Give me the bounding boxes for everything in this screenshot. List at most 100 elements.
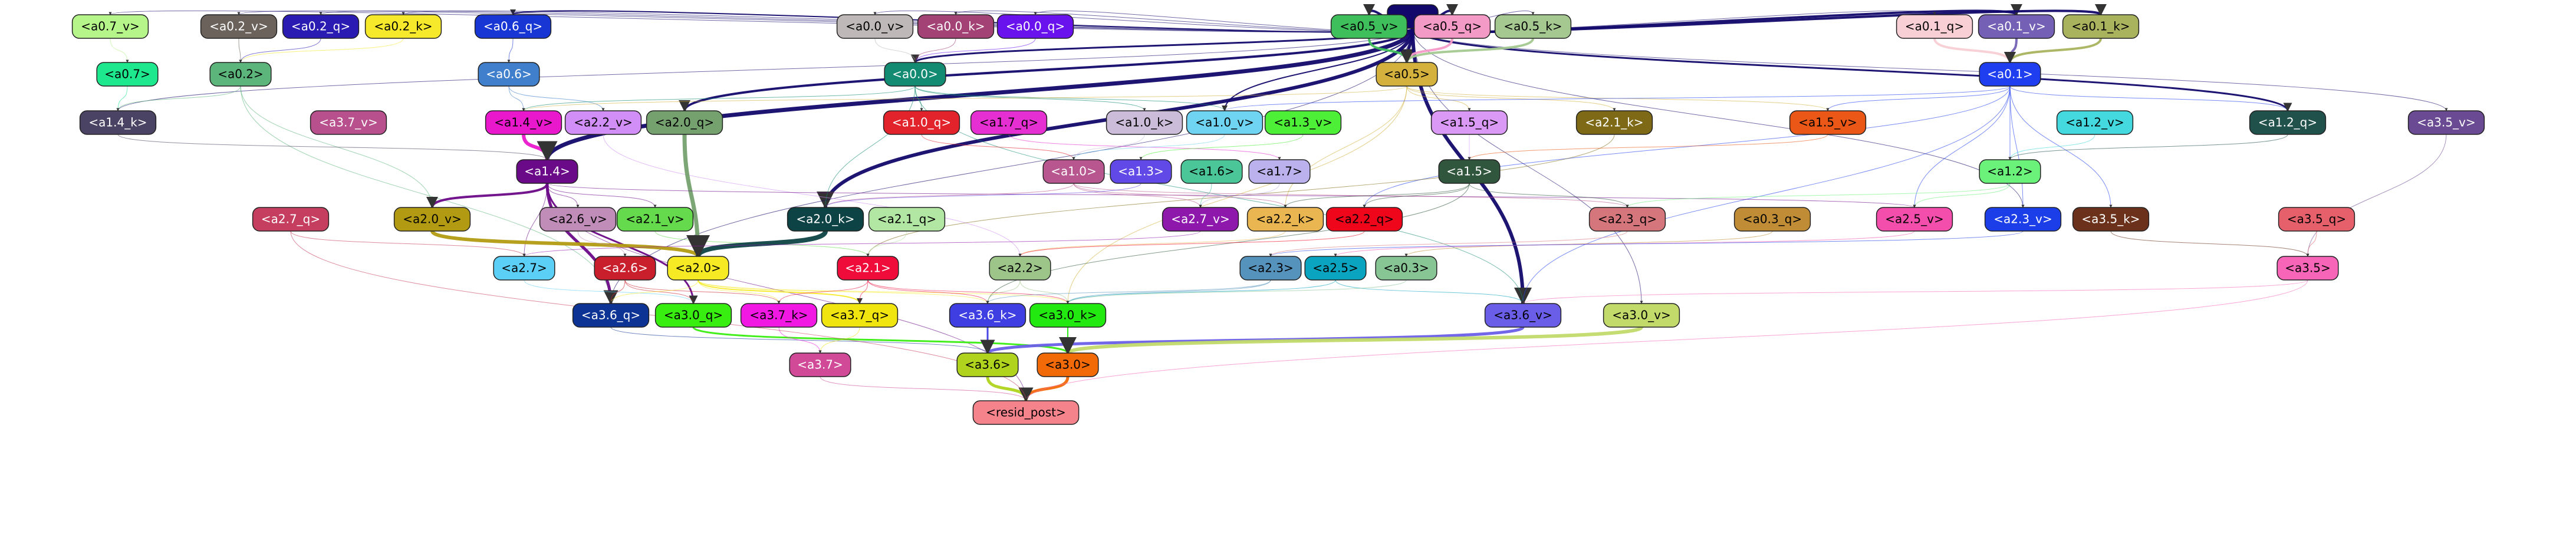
node-box — [646, 110, 723, 135]
node-a2-2-q[interactable]: <a2.2_q> — [1325, 207, 1403, 232]
node-box — [740, 303, 818, 328]
node-a3-6-k[interactable]: <a3.6_k> — [949, 303, 1027, 328]
node-a0-2[interactable]: <a0.2> — [209, 62, 272, 87]
node-a0-0-v[interactable]: <a0.0_v> — [836, 14, 914, 39]
node-a0-1[interactable]: <a0.1> — [1979, 62, 2041, 87]
node-a3-6-v[interactable]: <a3.6_v> — [1484, 303, 1562, 328]
node-a2-6-v[interactable]: <a2.6_v> — [539, 207, 617, 232]
node-label: <a2.1_v> — [626, 212, 684, 226]
node-a0-6-q[interactable]: <a0.6_q> — [474, 14, 552, 39]
node-a1-3[interactable]: <a1.3> — [1110, 159, 1172, 184]
node-a3-5-q[interactable]: <a3.5_q> — [2278, 207, 2355, 232]
node-a1-2-q[interactable]: <a1.2_q> — [2249, 110, 2327, 135]
node-label: <a0.0_v> — [845, 19, 904, 34]
node-a1-4-k[interactable]: <a1.4_k> — [79, 110, 157, 135]
node-a0-2-k[interactable]: <a0.2_k> — [364, 14, 442, 39]
node-a2-2-v[interactable]: <a2.2_v> — [564, 110, 642, 135]
node-box — [996, 14, 1074, 39]
node-a0-1-v[interactable]: <a0.1_v> — [1978, 14, 2055, 39]
node-a0-5[interactable]: <a0.5> — [1376, 62, 1438, 87]
node-a2-7[interactable]: <a2.7> — [493, 256, 555, 281]
node-a3-0-q[interactable]: <a3.0_q> — [654, 303, 732, 328]
node-a2-0-v[interactable]: <a2.0_v> — [393, 207, 471, 232]
node-a1-0-v[interactable]: <a1.0_v> — [1186, 110, 1264, 135]
node-a1-3-v[interactable]: <a1.3_v> — [1264, 110, 1342, 135]
node-a2-3-v[interactable]: <a2.3_v> — [1984, 207, 2062, 232]
node-a2-0-q[interactable]: <a2.0_q> — [646, 110, 723, 135]
node-label: <a2.2> — [997, 261, 1043, 275]
node-a1-6[interactable]: <a1.6> — [1180, 159, 1243, 184]
node-a0-3[interactable]: <a0.3> — [1375, 256, 1437, 281]
node-resid-post[interactable]: <resid_post> — [972, 400, 1080, 425]
node-label: <a2.7_v> — [1171, 212, 1229, 226]
node-a2-7-v[interactable]: <a2.7_v> — [1162, 207, 1239, 232]
node-a0-0-k[interactable]: <a0.0_k> — [917, 14, 995, 39]
node-a3-0-k[interactable]: <a3.0_k> — [1029, 303, 1107, 328]
node-a1-4[interactable]: <a1.4> — [516, 159, 578, 184]
node-a1-5[interactable]: <a1.5> — [1438, 159, 1501, 184]
node-a2-5-v[interactable]: <a2.5_v> — [1876, 207, 1953, 232]
node-a0-0[interactable]: <a0.0> — [884, 62, 946, 87]
node-box — [2278, 207, 2355, 232]
node-a3-5-k[interactable]: <a3.5_k> — [2072, 207, 2150, 232]
node-a0-2-q[interactable]: <a0.2_q> — [282, 14, 360, 39]
node-a2-0-k[interactable]: <a2.0_k> — [787, 207, 864, 232]
node-a1-7-q[interactable]: <a1.7_q> — [970, 110, 1048, 135]
node-a2-3-q[interactable]: <a2.3_q> — [1588, 207, 1666, 232]
node-a0-7-v[interactable]: <a0.7_v> — [71, 14, 149, 39]
edge-a0-5-to-a2-1-k — [1406, 85, 1616, 111]
node-a1-0-k[interactable]: <a1.0_k> — [1106, 110, 1183, 135]
node-a1-2-v[interactable]: <a1.2_v> — [2056, 110, 2134, 135]
node-a3-5-v[interactable]: <a3.5_v> — [2407, 110, 2485, 135]
node-a3-7-q[interactable]: <a3.7_q> — [821, 303, 899, 328]
node-a3-5[interactable]: <a3.5> — [2276, 256, 2339, 281]
node-a3-7[interactable]: <a3.7> — [789, 352, 851, 377]
node-a1-4-v[interactable]: <a1.4_v> — [485, 110, 562, 135]
edge-a1-2-to-a2-5-v — [1913, 183, 2011, 208]
node-a3-6-q[interactable]: <a3.6_q> — [572, 303, 650, 328]
node-a2-3[interactable]: <a2.3> — [1239, 256, 1302, 281]
node-a0-2-v[interactable]: <a0.2_v> — [200, 14, 278, 39]
node-a3-6[interactable]: <a3.6> — [956, 352, 1019, 377]
node-a2-5[interactable]: <a2.5> — [1304, 256, 1367, 281]
edge-a2-5-to-a3-6-v — [1335, 279, 1525, 304]
node-a2-0[interactable]: <a2.0> — [667, 256, 729, 281]
node-a1-0-q[interactable]: <a1.0_q> — [883, 110, 960, 135]
node-a1-2[interactable]: <a1.2> — [1979, 159, 2041, 184]
node-a2-1-v[interactable]: <a2.1_v> — [616, 207, 694, 232]
edge-input-to-a1-2-q — [1412, 28, 2292, 112]
edge-a1-0-to-a2-3-q — [1073, 183, 1629, 208]
node-a1-5-v[interactable]: <a1.5_v> — [1789, 110, 1867, 135]
node-a3-7-k[interactable]: <a3.7_k> — [740, 303, 818, 328]
node-a0-0-q[interactable]: <a0.0_q> — [996, 14, 1074, 39]
node-a0-1-q[interactable]: <a0.1_q> — [1896, 14, 1973, 39]
node-a1-7[interactable]: <a1.7> — [1248, 159, 1311, 184]
node-a1-0[interactable]: <a1.0> — [1042, 159, 1105, 184]
node-a0-5-q[interactable]: <a0.5_q> — [1413, 14, 1491, 39]
node-a2-7-q[interactable]: <a2.7_q> — [252, 207, 330, 232]
node-a2-2-k[interactable]: <a2.2_k> — [1246, 207, 1324, 232]
node-a0-5-v[interactable]: <a0.5_v> — [1330, 14, 1408, 39]
edge-a1-0-to-a2-0-k — [824, 183, 1074, 208]
node-a2-1-q[interactable]: <a2.1_q> — [868, 207, 946, 232]
node-box — [594, 256, 656, 281]
node-a2-1[interactable]: <a2.1> — [837, 256, 899, 281]
node-a2-2[interactable]: <a2.2> — [989, 256, 1051, 281]
node-a1-5-q[interactable]: <a1.5_q> — [1430, 110, 1508, 135]
node-box — [1248, 159, 1311, 184]
edge-a0-3-q-to-a0-3 — [1404, 230, 1773, 257]
node-a3-0[interactable]: <a3.0> — [1037, 352, 1099, 377]
node-a3-7-v[interactable]: <a3.7_v> — [310, 110, 387, 135]
node-a2-1-k[interactable]: <a2.1_k> — [1575, 110, 1653, 135]
node-a3-0-v[interactable]: <a3.0_v> — [1603, 303, 1680, 328]
node-a0-7[interactable]: <a0.7> — [96, 62, 159, 87]
node-a2-6[interactable]: <a2.6> — [594, 256, 656, 281]
node-a0-5-k[interactable]: <a0.5_k> — [1494, 14, 1572, 39]
node-a0-3-q[interactable]: <a0.3_q> — [1733, 207, 1811, 232]
node-layer: <a0.7_v> <a0.2_v><a0.2_q><a0.2_k> <a0.6_q>… — [71, 4, 2485, 425]
node-box — [393, 207, 471, 232]
node-a0-6[interactable]: <a0.6> — [478, 62, 540, 87]
node-a0-1-k[interactable]: <a0.1_k> — [2062, 14, 2140, 39]
node-label: <a2.5_v> — [1885, 212, 1943, 226]
node-box — [1588, 207, 1666, 232]
